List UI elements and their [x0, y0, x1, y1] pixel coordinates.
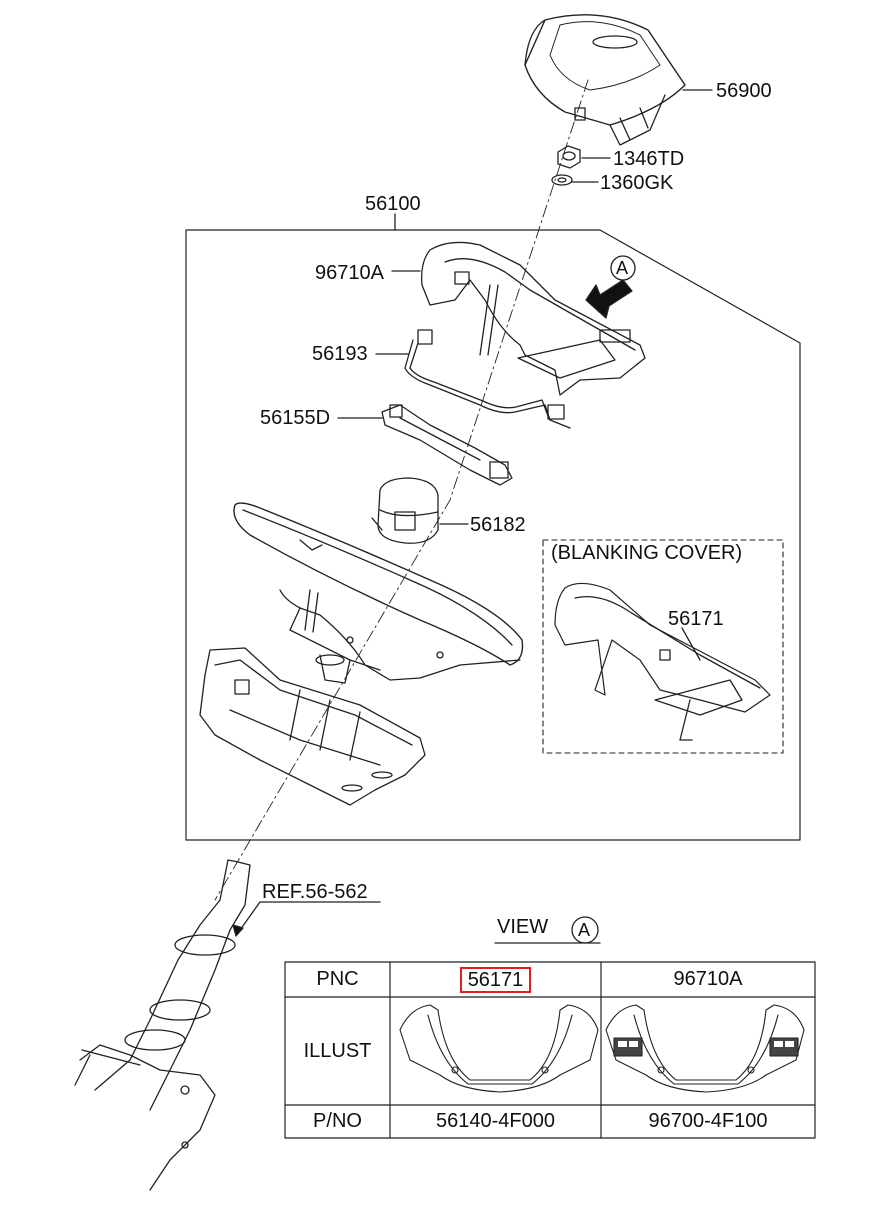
switch-cover-96710a: [421, 241, 646, 396]
blanking-cover-frame: [542, 539, 784, 754]
row-label-illust: ILLUST: [303, 1039, 372, 1062]
wire-harness-56193: [404, 329, 571, 429]
steering-wheel: [233, 502, 524, 684]
view-a-arrow-letter: A: [616, 258, 629, 278]
nut-1346td: [557, 145, 581, 169]
clock-spring-56182: [371, 477, 439, 544]
label-96710a: 96710A: [315, 262, 384, 284]
airbag-module-56900: [524, 14, 686, 146]
pnc-cell-col2: 96710A: [673, 968, 743, 990]
washer-1360gk: [551, 174, 573, 186]
pno-cell-col1: 56140-4F000: [436, 1110, 555, 1132]
lower-cover: [199, 647, 426, 806]
steering-axis-line: [214, 79, 589, 901]
blanking-cover-part-56171: [554, 582, 771, 741]
leader-56171: [681, 627, 701, 661]
pnc-table: PNC ILLUST P/NO 56171 96710A 56140-4F000…: [285, 962, 815, 1138]
extension-wire-56155d: [381, 404, 513, 486]
illust-56171: [399, 1004, 599, 1093]
view-letter-circle: [571, 916, 599, 944]
label-56182: 56182: [470, 514, 526, 536]
row-label-pno: P/NO: [313, 1110, 362, 1132]
label-56155d: 56155D: [260, 407, 331, 429]
illust-96710a: [605, 1004, 805, 1093]
label-56900: 56900: [716, 80, 772, 102]
assembly-56100-frame: [185, 229, 801, 841]
steering-column: [74, 859, 251, 1191]
label-56100: 56100: [365, 193, 421, 215]
label-56171: 56171: [668, 608, 724, 630]
row-label-pnc: PNC: [316, 968, 359, 990]
leader-ref-arrow: [239, 901, 261, 931]
view-a-arrow: [585, 279, 633, 319]
label-56193: 56193: [312, 343, 368, 365]
blanking-cover-label: (BLANKING COVER): [551, 542, 743, 564]
view-label: VIEW: [497, 916, 549, 938]
label-ref: REF.56-562: [262, 881, 368, 903]
ref-arrowhead: [232, 924, 244, 937]
view-letter: A: [578, 920, 591, 940]
view-a-arrow-circle: [610, 255, 636, 281]
pnc-highlight: 56171: [459, 966, 532, 993]
label-1360gk: 1360GK: [600, 172, 674, 194]
pnc-table-grid: [284, 961, 816, 1139]
pnc-cell-col1: 56171: [390, 962, 601, 997]
pno-cell-col2: 96700-4F100: [648, 1110, 768, 1132]
label-1346td: 1346TD: [613, 148, 685, 170]
